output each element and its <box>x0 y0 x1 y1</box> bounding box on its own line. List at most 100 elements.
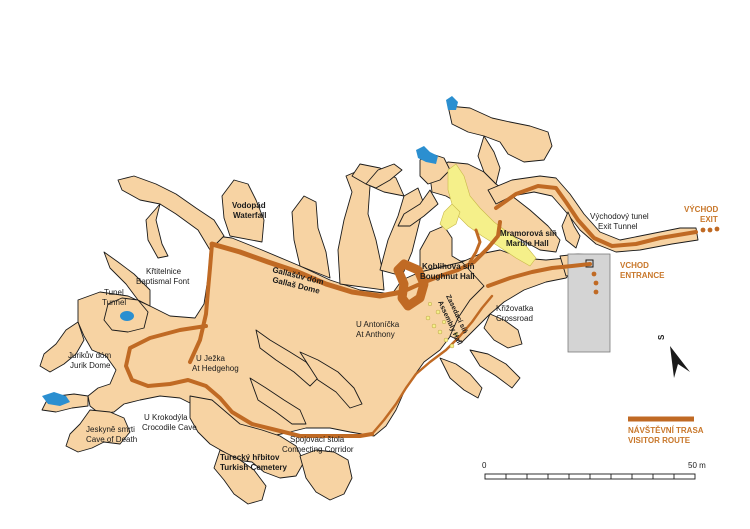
crocodile-cave <box>189 395 305 479</box>
exit-dot <box>714 226 720 232</box>
north-branch-4 <box>291 195 331 279</box>
cave-passages <box>39 105 699 505</box>
speckle <box>428 302 433 307</box>
entrance-building <box>567 253 611 353</box>
water-pool-tunel <box>120 311 134 321</box>
scale-bar-ticks <box>505 474 675 479</box>
exit-dot <box>700 227 706 233</box>
label-crocodile: Crocodile Cave <box>142 423 197 432</box>
speckle <box>435 309 441 315</box>
west-branch-3 <box>103 251 151 307</box>
label-jurik-dome: Jurik Dome <box>70 361 111 370</box>
west-branch <box>39 321 85 373</box>
label-u-antonicka: U Antoníčka <box>356 320 400 329</box>
label-crossroad: Crossroad <box>496 314 533 323</box>
label-u-jezka: U Ježka <box>196 354 225 363</box>
label-mramorova: Mramorová síň <box>500 229 557 238</box>
speckle <box>449 343 455 349</box>
label-krizovatka: Křižovatka <box>496 304 534 313</box>
route-main-west <box>209 241 405 299</box>
label-tunnel: Tunnel <box>102 298 126 307</box>
speckle <box>454 332 459 337</box>
speckle <box>425 315 431 321</box>
route-jurik-loop <box>124 324 374 438</box>
label-turkish: Turkish Cemetery <box>220 463 288 472</box>
exit-tunnel-branch <box>561 211 581 249</box>
exit-dot <box>707 227 713 233</box>
label-krokodyla: U Krokodýla <box>144 413 188 422</box>
scale-start: 0 <box>482 461 487 470</box>
label-exit: EXIT <box>700 215 718 224</box>
speckle <box>437 329 443 335</box>
label-exit-tunnel: Exit Tunnel <box>598 222 638 231</box>
speckle <box>443 337 449 343</box>
label-cave-of-death: Cave of Death <box>86 435 137 444</box>
label-jeskyne-smrti: Jeskyně smrti <box>86 425 135 434</box>
route-vertical-west <box>188 242 214 364</box>
route-connecting <box>370 294 494 436</box>
north-far-left <box>365 163 403 189</box>
route-exit <box>494 184 698 248</box>
label-spojovaci: Spojovací štola <box>290 435 345 444</box>
south-branch-1 <box>255 329 319 387</box>
speckle <box>431 323 437 329</box>
north-branch-3 <box>145 203 169 259</box>
assembly-hall-speckle <box>425 302 459 349</box>
legend: NÁVŠTĚVNÍ TRASA VISITOR ROUTE <box>628 416 704 445</box>
north-arrow-icon <box>670 346 690 378</box>
north-letter: S <box>657 334 666 340</box>
label-turecky: Turecký hřbitov <box>220 453 280 462</box>
water-pool-west <box>42 392 70 406</box>
marble-hall-branch <box>439 203 461 231</box>
legend-route-en: VISITOR ROUTE <box>628 436 691 445</box>
label-waterfall: Waterfall <box>233 211 267 220</box>
scale-bar: 0 50 m <box>482 461 706 480</box>
speckle <box>442 320 447 325</box>
label-vychod: VÝCHOD <box>684 205 718 214</box>
label-marble-hall: Marble Hall <box>506 239 549 248</box>
label-hedgehog: At Hedgehog <box>192 364 239 373</box>
north-upper <box>447 105 553 163</box>
label-vodopad: Vodopád <box>232 201 266 210</box>
entrance-dot <box>593 289 599 295</box>
label-at-anthony: At Anthony <box>356 330 395 339</box>
entrance-dot <box>593 280 599 286</box>
route-koblihova <box>400 220 502 294</box>
legend-route-cz: NÁVŠTĚVNÍ TRASA <box>628 426 704 435</box>
route-gallas <box>393 259 429 311</box>
water-pools <box>42 96 458 406</box>
south-branch-3 <box>249 377 307 425</box>
label-connecting: Connecting Corridor <box>282 445 354 454</box>
south-branch-2 <box>299 351 363 409</box>
label-vychodovy: Východový tunel <box>590 212 649 221</box>
south-lobe <box>299 449 353 501</box>
visitor-route <box>124 184 720 438</box>
south-branch-5 <box>469 349 521 389</box>
label-jurikuv: Jurikův dóm <box>68 351 111 360</box>
label-tunel: Tunel <box>104 288 124 297</box>
label-vchod: VCHOD <box>620 261 649 270</box>
scale-end: 50 m <box>688 461 706 470</box>
north-branch-1 <box>117 175 225 251</box>
label-krtitelnice: Křtitelnice <box>146 267 182 276</box>
north-branch-2 <box>221 179 265 243</box>
route-to-entrance <box>486 262 592 288</box>
label-entrance: ENTRANCE <box>620 271 665 280</box>
cave-of-death <box>65 409 131 453</box>
marble-hall-formation <box>439 163 537 267</box>
water-pool-north <box>416 146 438 164</box>
turkish-lobe <box>213 449 267 505</box>
entrance-building-shape <box>567 253 611 353</box>
label-boughnut: Boughnut Hall <box>420 272 475 281</box>
route-marble-spur <box>468 228 482 264</box>
entrance-dot <box>591 271 597 277</box>
north-left-branch <box>397 189 439 227</box>
label-koblihova: Koblihova síň <box>422 262 475 271</box>
south-branch-4 <box>439 357 483 399</box>
north-upper-connector <box>477 135 501 185</box>
crossroad-lobe <box>483 313 523 349</box>
north-arrow: S <box>657 334 690 378</box>
koblihova-branch <box>419 225 463 273</box>
label-baptismal: Baptismal Font <box>136 277 190 286</box>
